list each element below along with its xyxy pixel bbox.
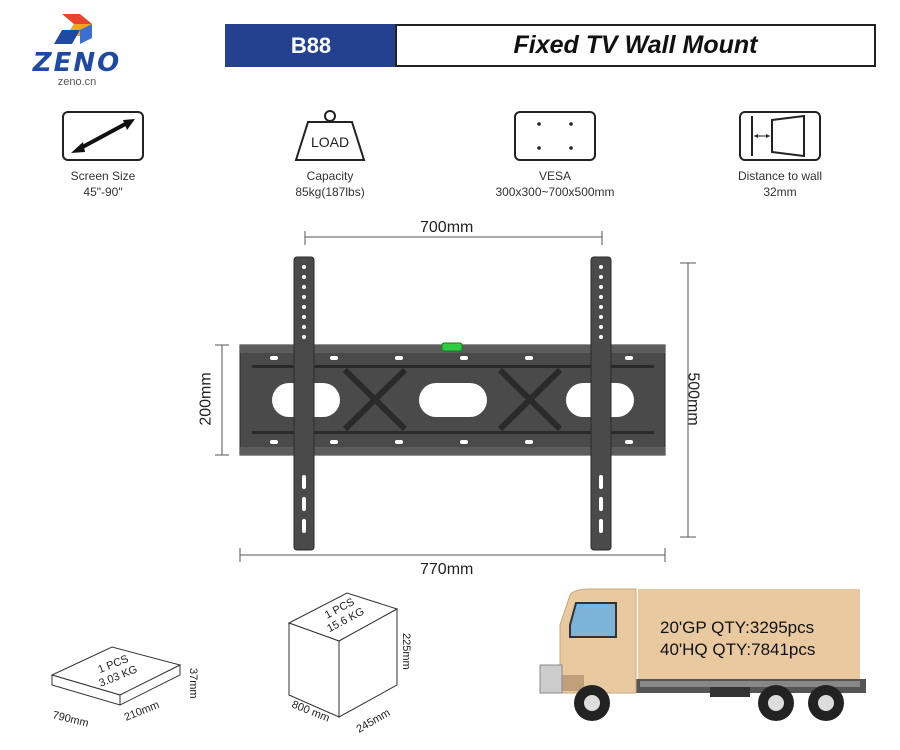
package-carton-box: 1 PCS 15.6 KG 800 mm 245mm 225mm (287, 592, 412, 735)
diagonal-arrow-icon (62, 111, 144, 161)
page-title: Fixed TV Wall Mount (395, 24, 876, 67)
shipping-truck-illustration (539, 588, 866, 721)
truck-window (569, 602, 617, 638)
bubble-level-icon (441, 342, 463, 352)
qty-20gp: 20'GP QTY:3295pcs (660, 618, 815, 637)
package-small-box: 1 PCS 3.03 KG 790mm 210mm 37mm (50, 646, 199, 730)
spec-value: 300x300~700x500mm (495, 185, 615, 199)
brand-name: ZENO (32, 48, 122, 78)
dimension-lines (215, 231, 696, 562)
dimension-total-width: 770mm (420, 561, 474, 578)
carton-width: 245mm (355, 707, 393, 735)
vesa-pattern-icon (514, 111, 596, 161)
small-box-width: 210mm (123, 699, 162, 724)
vertical-arm-right (590, 256, 612, 551)
spec-screen-size: Screen Size 45"-90" (28, 110, 178, 200)
spec-value: 45"-90" (83, 185, 123, 199)
model-badge: B88 (225, 24, 397, 67)
spec-label: VESA (538, 169, 571, 183)
mount-diagram: 700mm 770mm 500mm 200mm (0, 215, 900, 585)
qty-40hq: 40'HQ QTY:7841pcs (660, 640, 816, 659)
spec-label: Distance to wall (737, 169, 823, 183)
small-box-height: 37mm (187, 668, 199, 699)
spec-value: 32mm (763, 185, 797, 199)
spec-label: Screen Size (70, 169, 136, 183)
small-box-length: 790mm (51, 709, 90, 730)
spec-label: Capacity (306, 169, 354, 183)
brand-website: zeno.cn (57, 76, 97, 88)
spec-vesa: VESA 300x300~700x500mm (480, 110, 630, 200)
dimension-vesa-width: 700mm (420, 219, 474, 236)
truck-wheels (574, 685, 844, 721)
carton-height: 225mm (400, 633, 412, 670)
vertical-arm-left (293, 256, 315, 551)
mount-drawing (215, 231, 696, 562)
truck-cargo (638, 589, 860, 679)
brand-logo: ZENO zeno.cn (22, 10, 132, 88)
dimension-total-height: 500mm (684, 372, 702, 426)
spec-value: 85kg(187lbs) (295, 185, 365, 199)
load-icon-text: LOAD (311, 134, 349, 150)
wall-distance-icon (739, 111, 821, 161)
spec-distance: Distance to wall 32mm (705, 110, 855, 200)
spec-capacity: LOAD Capacity 85kg(187lbs) (255, 110, 405, 200)
logo-mark-icon (54, 14, 92, 44)
load-weight-icon: LOAD (294, 110, 366, 161)
dimension-frame-height: 200mm (197, 372, 215, 426)
